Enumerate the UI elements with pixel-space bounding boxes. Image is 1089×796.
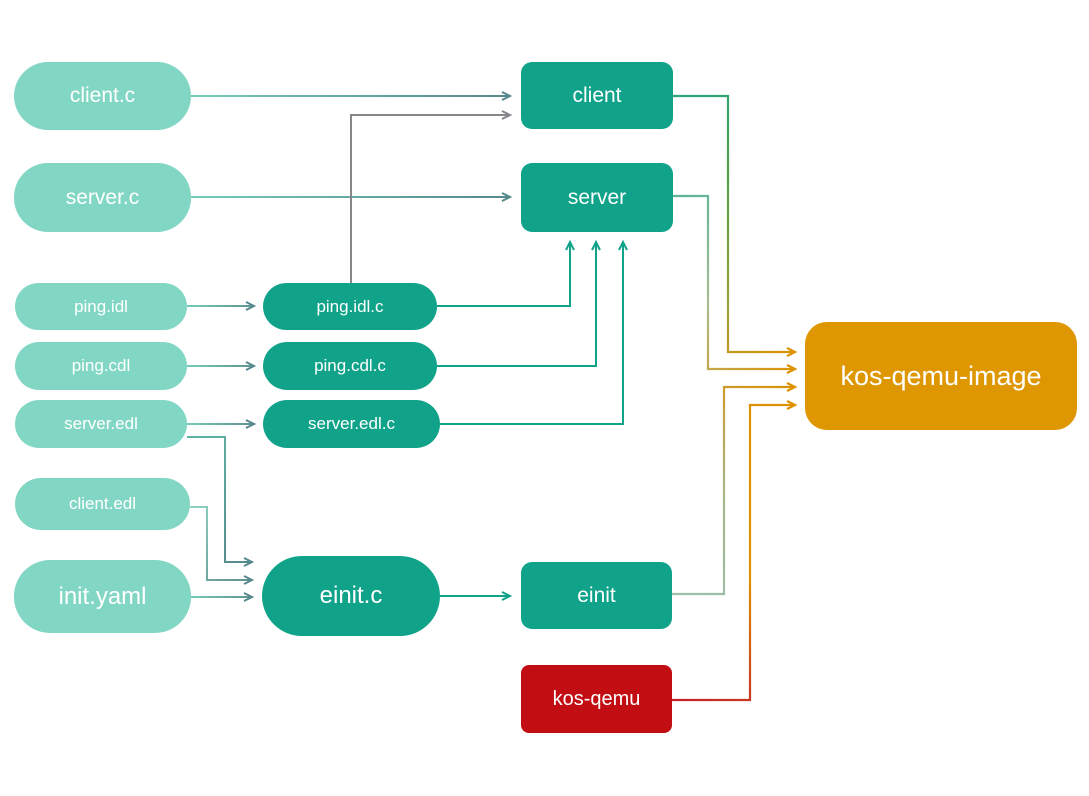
node-client-edl: client.edl <box>15 478 190 530</box>
node-label: kos-qemu <box>552 687 641 710</box>
edge-ping.idl.c-to-server <box>437 239 575 307</box>
edge-client.edl-to-einit.c <box>190 506 255 585</box>
edge-server-to-kos-qemu-image <box>673 194 798 374</box>
node-kos-qemu-image: kos-qemu-image <box>805 322 1077 430</box>
node-client-c: client.c <box>14 62 191 130</box>
node-ping-idl: ping.idl <box>15 283 187 330</box>
node-label: ping.cdl.c <box>314 356 386 375</box>
node-ping-cdl: ping.cdl <box>15 342 187 390</box>
node-server-edl-c: server.edl.c <box>263 400 440 448</box>
node-label: server.edl.c <box>308 414 395 433</box>
edge-server.edl.c-to-server <box>440 239 628 425</box>
node-label: server <box>567 185 627 209</box>
node-label: einit.c <box>319 582 383 609</box>
node-server-c: server.c <box>14 163 191 232</box>
node-label: kos-qemu-image <box>840 360 1042 391</box>
edge-kos-qemu-to-kos-qemu-image <box>672 400 798 702</box>
node-einit: einit <box>521 562 672 629</box>
node-label: ping.idl.c <box>316 296 384 316</box>
node-label: client.edl <box>68 494 137 513</box>
edge-einit-to-kos-qemu-image <box>672 382 798 596</box>
node-label: ping.cdl <box>71 356 131 375</box>
node-label: einit <box>577 583 616 607</box>
node-ping-idl-c: ping.idl.c <box>263 283 437 330</box>
node-label: init.yaml <box>58 582 147 610</box>
node-label: ping.idl <box>74 296 128 316</box>
edge-server.edl-to-einit.c <box>187 436 255 567</box>
edge-ping.idl.c-to-client <box>350 110 513 283</box>
node-label: server.edl <box>64 414 138 433</box>
edge-ping.cdl.c-to-server <box>437 239 601 367</box>
node-server: server <box>521 163 673 232</box>
node-ping-cdl-c: ping.cdl.c <box>263 342 437 390</box>
node-label: client <box>572 83 622 107</box>
edge-client-to-kos-qemu-image <box>673 94 798 357</box>
node-label: client.c <box>69 84 136 107</box>
node-init-yaml: init.yaml <box>14 560 191 633</box>
node-client: client <box>521 62 673 129</box>
node-server-edl: server.edl <box>15 400 187 448</box>
node-kos-qemu: kos-qemu <box>521 665 672 733</box>
node-label: server.c <box>65 185 140 209</box>
node-einit-c: einit.c <box>262 556 440 636</box>
